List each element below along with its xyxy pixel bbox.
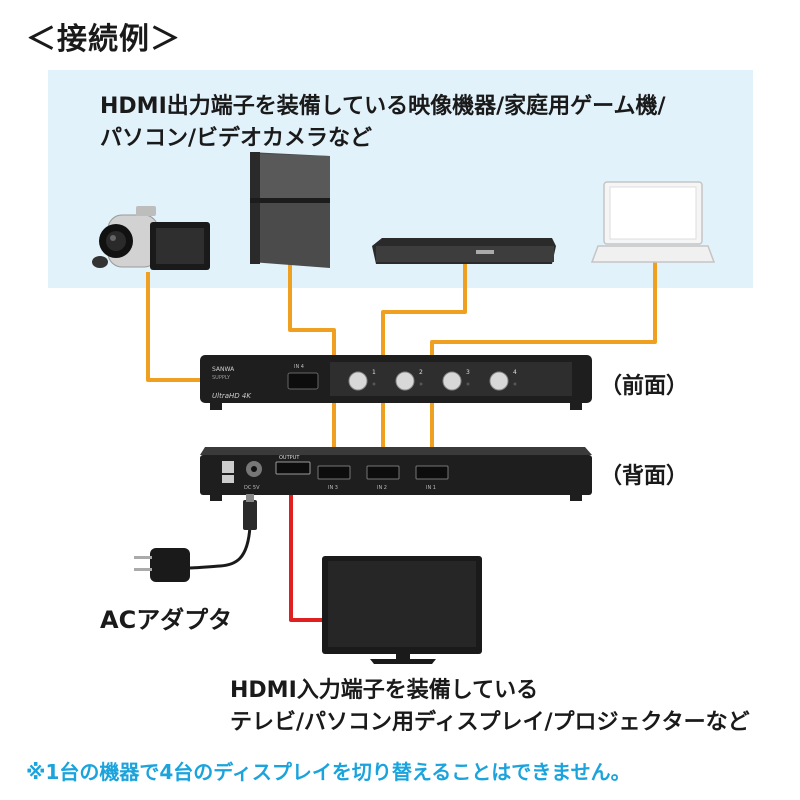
select-button-4: 4	[489, 369, 517, 391]
game-console-icon	[250, 152, 330, 268]
camcorder-icon	[92, 206, 210, 270]
page-title: ＜接続例＞	[26, 22, 181, 57]
select-button-label: 4	[513, 369, 517, 376]
led-indicator	[419, 382, 423, 386]
rear-input-port: IN 3	[317, 465, 351, 491]
front-view-label: （前面）	[600, 374, 689, 399]
rear-input-port: IN 2	[366, 465, 400, 491]
source-caption-line2: パソコン/ビデオカメラなど	[100, 126, 373, 151]
ac-adapter-label: ACアダプタ	[100, 606, 233, 634]
select-button-label: 1	[372, 369, 376, 376]
select-button-circle	[395, 371, 415, 391]
cable-output-to-tv	[289, 478, 322, 622]
dc-input-label: DC 5V	[244, 485, 260, 491]
select-button-circle	[348, 371, 368, 391]
led-indicator	[466, 382, 470, 386]
select-button-3: 3	[442, 369, 470, 391]
hdmi-port-icon	[415, 465, 449, 480]
select-button-circle	[489, 371, 509, 391]
media-player-icon	[372, 238, 556, 264]
front-buttons: 1 2 3 4	[348, 369, 517, 391]
select-button-circle	[442, 371, 462, 391]
select-button-1: 1	[348, 369, 376, 391]
destination-caption-line2: テレビ/パソコン用ディスプレイ/プロジェクターなど	[230, 710, 750, 735]
laptop-icon	[590, 181, 716, 263]
rear-input-label: IN 3	[328, 485, 338, 491]
select-button-label: 3	[466, 369, 470, 376]
cable-laptop-to-in1	[430, 262, 657, 468]
led-indicator	[372, 382, 376, 386]
source-caption-line1: HDMI出力端子を装備している映像機器/家庭用ゲーム機/	[100, 94, 666, 119]
switch-brand-sub-label: SUPPLY	[212, 375, 231, 381]
ac-adapter-icon	[134, 494, 257, 582]
rear-view-label: （背面）	[600, 464, 689, 489]
destination-caption-line1: HDMI入力端子を装備している	[230, 678, 539, 703]
switch-model-label: UltraHD 4K	[212, 392, 252, 400]
footnote: ※1台の機器で4台のディスプレイを切り替えることはできません。	[26, 760, 631, 784]
ac-adapter-cord	[185, 525, 252, 570]
tv-icon	[322, 556, 482, 664]
rear-input-port: IN 1	[415, 465, 449, 491]
switch-front-panel: SANWA SUPPLY UltraHD 4K IN 4 1 2 3 4	[200, 355, 592, 410]
select-button-label: 2	[419, 369, 423, 376]
select-button-2: 2	[395, 369, 423, 391]
output-port-label: OUTPUT	[279, 455, 300, 461]
front-port-label: IN 4	[294, 364, 304, 370]
rear-input-label: IN 2	[377, 485, 387, 491]
led-indicator	[513, 382, 517, 386]
switch-brand-label: SANWA	[212, 366, 235, 373]
rear-input-ports: IN 3 IN 2 IN 1	[317, 465, 449, 491]
hdmi-port-icon	[366, 465, 400, 480]
rear-input-label: IN 1	[426, 485, 436, 491]
hdmi-port-icon	[317, 465, 351, 480]
switch-rear-panel: DC 5V OUTPUT IN 3 IN 2 IN 1	[200, 447, 592, 501]
